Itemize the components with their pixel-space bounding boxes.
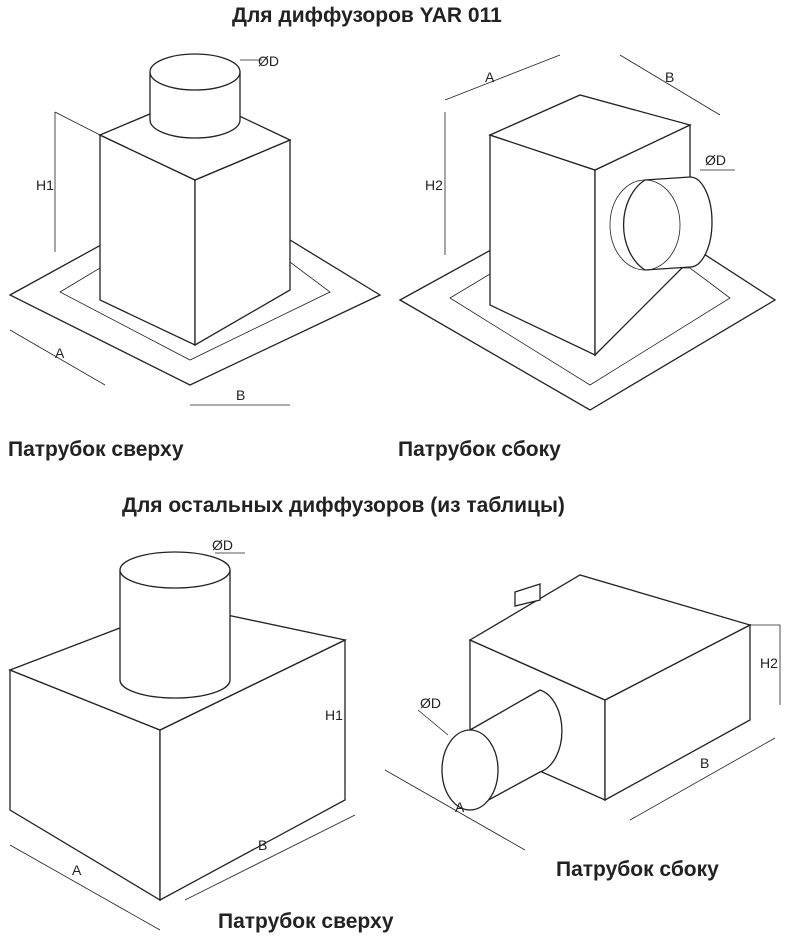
box-side-outlet-yar011: ØD A B H2 [398, 54, 777, 411]
dim-diameter-4: ØD [420, 695, 441, 711]
dim-a-1: A [55, 345, 65, 361]
section2-left-caption: Патрубок сверху [218, 910, 394, 933]
dim-a-2: A [485, 69, 495, 85]
dim-b-1: B [236, 387, 245, 403]
dim-diameter-1: ØD [258, 53, 279, 69]
dim-b-2: B [665, 69, 674, 85]
dim-h1-1: H1 [36, 177, 54, 193]
section1-right-caption: Патрубок сбоку [398, 438, 561, 461]
dim-h2-2: H2 [425, 177, 443, 193]
box-top-outlet-yar011: ØD H1 A B [8, 53, 382, 406]
dim-a-3: A [72, 862, 82, 878]
dim-diameter-2: ØD [705, 152, 726, 168]
box-top-outlet-other: ØD H1 A B [8, 537, 356, 931]
dim-diameter-3: ØD [212, 537, 233, 553]
dim-h2-4: H2 [760, 655, 778, 671]
dim-b-3: B [258, 837, 267, 853]
section2-title: Для остальных диффузоров (из таблицы) [122, 494, 565, 517]
section1-left-caption: Патрубок сверху [8, 438, 184, 461]
section1-title: Для диффузоров YAR 011 [232, 4, 502, 27]
dim-a-4: A [455, 799, 465, 815]
dim-b-4: B [700, 755, 709, 771]
section2-right-caption: Патрубок сбоку [556, 858, 719, 881]
dim-h1-3: H1 [325, 707, 343, 723]
box-side-outlet-other: ØD H2 A B [384, 574, 781, 851]
